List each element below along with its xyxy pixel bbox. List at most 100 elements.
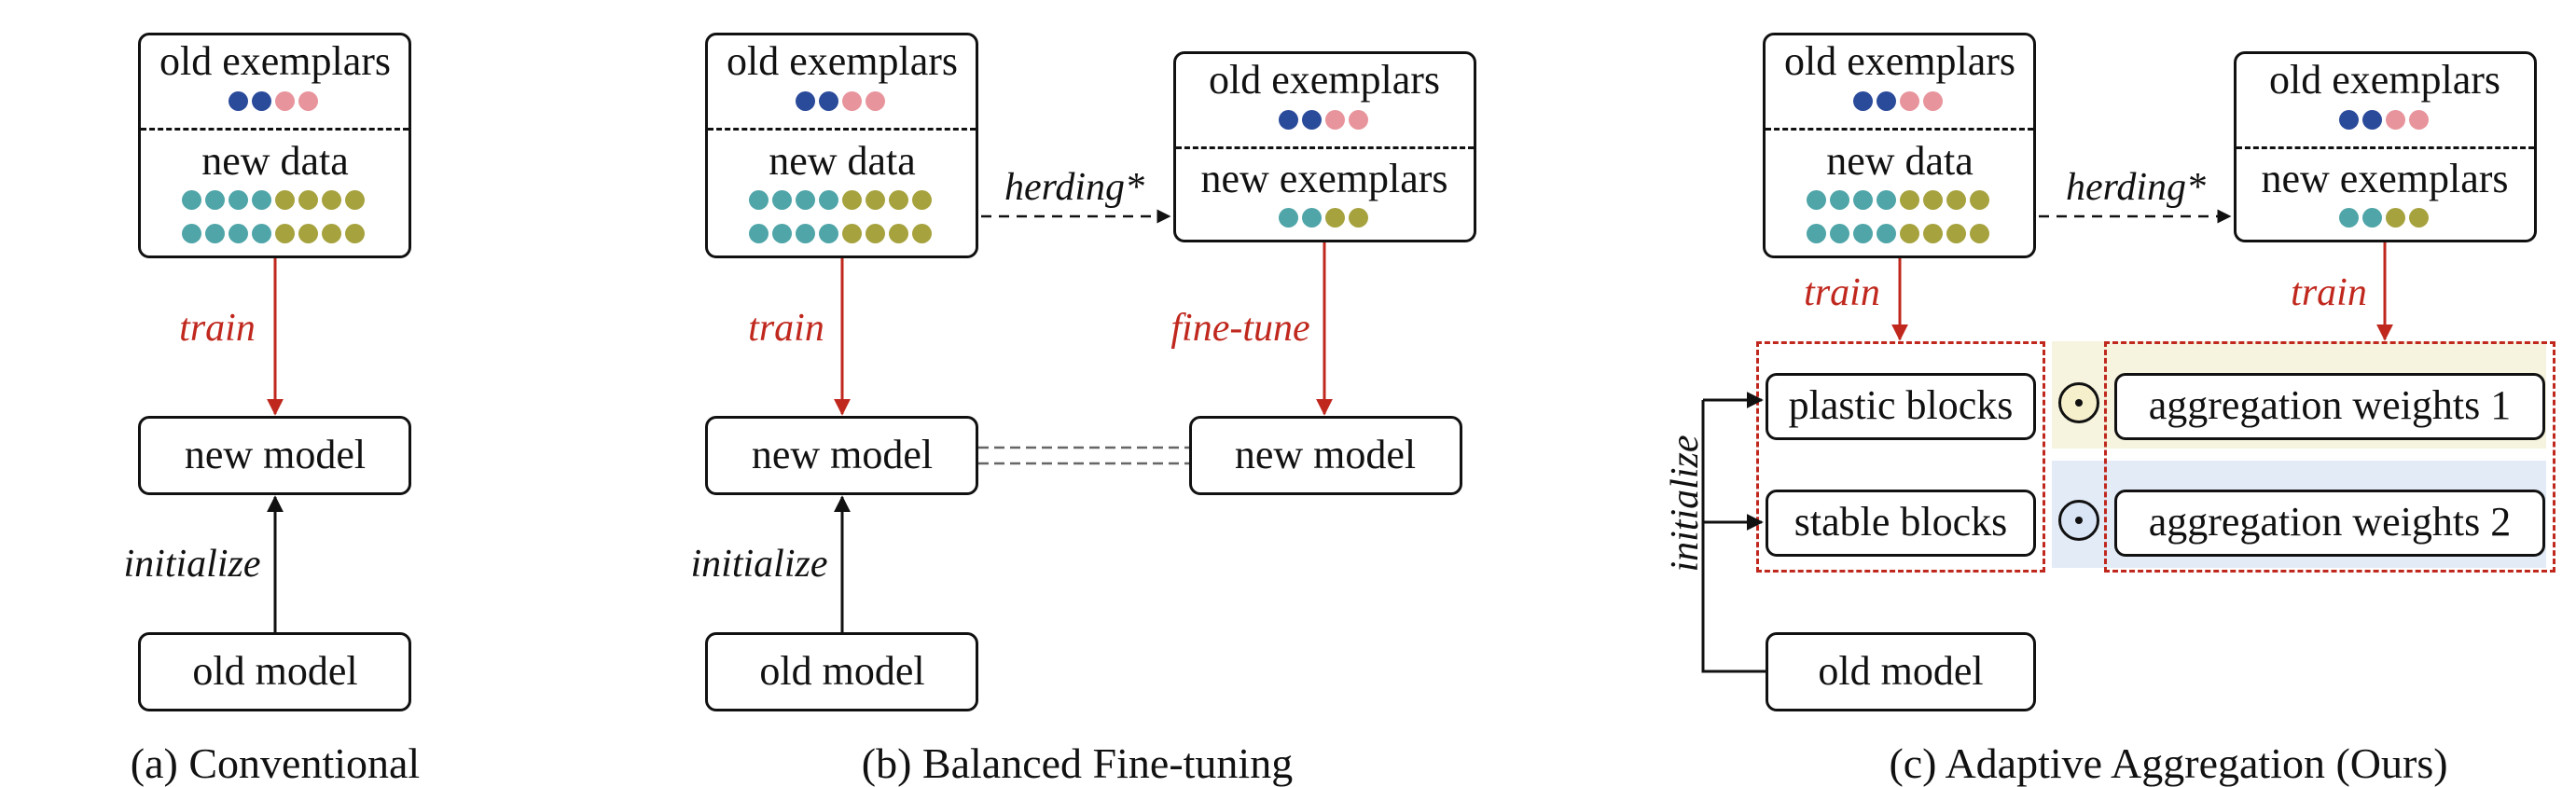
panel-c-initialize-bracket — [1701, 400, 1766, 673]
panel-b-new-exemplars-label: new exemplars — [1200, 156, 1448, 201]
panel-a-old-model-label: old model — [192, 648, 358, 694]
panel-a-divider — [141, 128, 409, 131]
new-class-dot — [252, 224, 271, 243]
panel-b-old-model-box — [705, 632, 978, 711]
old-class-dot — [229, 91, 248, 111]
panel-b-exemplar-divider — [1176, 146, 1474, 149]
old-class-dot — [1349, 110, 1368, 130]
new-class-dot — [322, 224, 341, 243]
new-class-dot — [1853, 224, 1873, 243]
old-class-dot — [1900, 91, 1919, 111]
new-class-dot — [1279, 208, 1298, 228]
panel-a-data-box — [138, 33, 411, 258]
old-class-dot — [1279, 110, 1298, 130]
panel-a-old-exemplars-label: old exemplars — [159, 38, 392, 84]
new-class-dot — [842, 190, 862, 210]
old-class-dot — [866, 91, 885, 111]
new-class-dot — [345, 190, 365, 210]
old-class-dot — [2339, 110, 2359, 130]
old-class-dot — [842, 91, 862, 111]
new-class-dot — [796, 224, 815, 243]
new-class-dot — [1946, 190, 1966, 210]
panel-b-old-model-label: old model — [759, 648, 925, 694]
panel-b-data-box — [705, 33, 978, 258]
panel-c-blocks-group — [1756, 341, 2045, 573]
panel-b-new-data-label: new data — [769, 138, 916, 184]
new-class-dot — [1349, 208, 1368, 228]
old-class-dot — [1877, 91, 1896, 111]
new-class-dot — [1325, 208, 1345, 228]
old-class-dot — [2386, 110, 2405, 130]
panel-c-divider — [1766, 128, 2033, 131]
panel-c-stable-blocks-label: stable blocks — [1794, 499, 2008, 545]
new-class-dot — [1807, 190, 1826, 210]
panel-b-new-model-label: new model — [751, 432, 934, 477]
panel-b-divider — [708, 128, 976, 131]
new-class-dot — [275, 190, 295, 210]
old-class-dot — [1923, 91, 1943, 111]
panel-c-plastic-blocks-label: plastic blocks — [1788, 382, 2014, 428]
panel-b-initialize-label: initialize — [690, 543, 828, 586]
new-class-dot — [749, 224, 769, 243]
panel-c-aggregation-weights-2-box — [2114, 490, 2545, 557]
new-class-dot — [298, 190, 318, 210]
new-class-dot — [819, 224, 838, 243]
old-class-dot — [1302, 110, 1322, 130]
panel-c-stable-blocks-box — [1766, 490, 2036, 557]
panel-b-old-exemplars-label: old exemplars — [726, 38, 959, 84]
panel-b-old-exemplars-2-label: old exemplars — [1208, 57, 1441, 103]
new-class-dot — [1807, 224, 1826, 243]
panel-a-initialize-label: initialize — [123, 543, 261, 586]
panel-a-new-model-box — [138, 416, 411, 495]
new-class-dot — [866, 190, 885, 210]
new-class-dot — [1946, 224, 1966, 243]
new-class-dot — [1877, 224, 1896, 243]
panel-c-train-label: train — [1804, 271, 1880, 314]
panel-c-weights-group — [2104, 341, 2555, 573]
new-class-dot — [1830, 224, 1849, 243]
new-class-dot — [889, 224, 908, 243]
new-class-dot — [298, 224, 318, 243]
panel-a-train-label: train — [179, 307, 256, 350]
panel-a-new-data-label: new data — [201, 138, 349, 184]
new-class-dot — [866, 224, 885, 243]
new-class-dot — [2362, 208, 2382, 228]
panel-c-aggregation-weights-1-label: aggregation weights 1 — [2148, 382, 2512, 428]
panel-b-new-model-box — [705, 416, 978, 495]
new-class-dot — [842, 224, 862, 243]
new-class-dot — [1900, 224, 1919, 243]
panel-c-caption: (c) Adaptive Aggregation (Ours) — [1889, 739, 2448, 787]
new-class-dot — [772, 190, 792, 210]
new-class-dot — [182, 190, 201, 210]
new-class-dot — [1970, 190, 1989, 210]
panel-b-new-model-2-box — [1189, 416, 1462, 495]
panel-c-aggregation-weights-2-label: aggregation weights 2 — [2148, 499, 2512, 545]
panel-c-exemplar-divider — [2237, 146, 2534, 149]
panel-b-fine-tune-label: fine-tune — [1170, 307, 1310, 350]
panel-c-old-model-box — [1766, 632, 2036, 711]
new-class-dot — [1302, 208, 1322, 228]
new-class-dot — [2386, 208, 2405, 228]
panel-b-caption: (b) Balanced Fine-tuning — [861, 739, 1294, 787]
new-class-dot — [1877, 190, 1896, 210]
panel-c-plastic-blocks-box — [1766, 373, 2036, 440]
new-class-dot — [275, 224, 295, 243]
panel-c-old-model-label: old model — [1818, 648, 1984, 694]
panel-b-new-model-2-label: new model — [1234, 432, 1417, 477]
panel-c-hadamard-1-icon — [2058, 382, 2099, 423]
new-class-dot — [345, 224, 365, 243]
panel-a-old-model-box — [138, 632, 411, 711]
new-class-dot — [1853, 190, 1873, 210]
new-class-dot — [205, 190, 225, 210]
new-class-dot — [2339, 208, 2359, 228]
panel-a-caption: (a) Conventional — [130, 739, 421, 787]
new-class-dot — [229, 190, 248, 210]
new-class-dot — [749, 190, 769, 210]
old-class-dot — [2409, 110, 2429, 130]
panel-b-train-label: train — [748, 307, 824, 350]
new-class-dot — [252, 190, 271, 210]
new-class-dot — [1970, 224, 1989, 243]
panel-b-herding-label: herding* — [1004, 166, 1145, 209]
